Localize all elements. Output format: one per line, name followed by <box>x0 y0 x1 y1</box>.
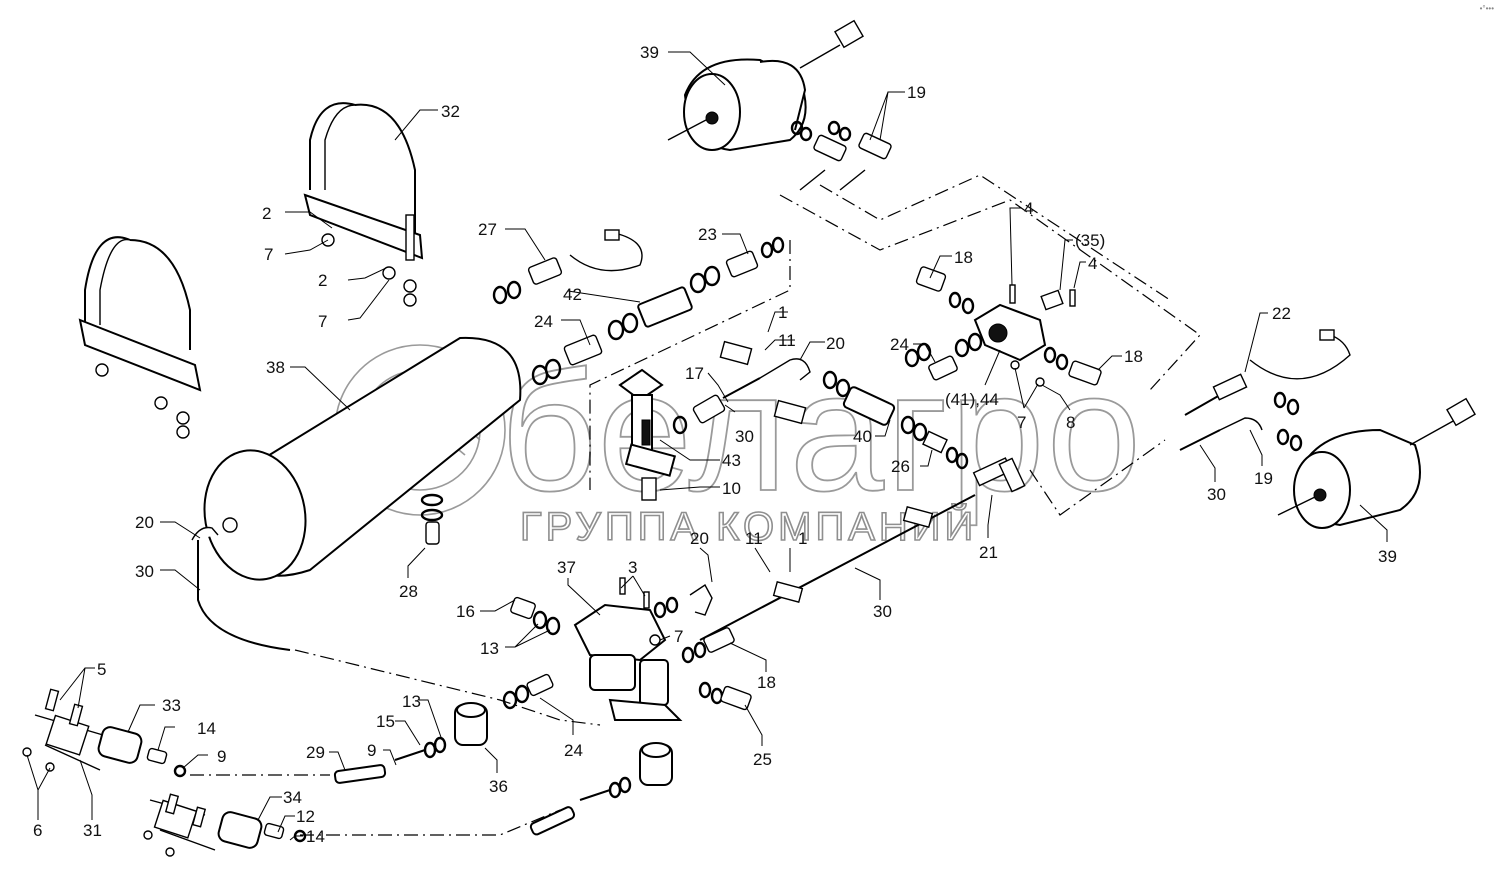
cross-and-pipe <box>699 457 1026 641</box>
callout-30[interactable]: 30 <box>135 562 154 581</box>
callout-16[interactable]: 16 <box>456 602 475 621</box>
callout-28[interactable]: 28 <box>399 582 418 601</box>
callout-29[interactable]: 29 <box>306 743 325 762</box>
callout-7[interactable]: 7 <box>1017 413 1026 432</box>
callout-1[interactable]: 1 <box>778 303 787 322</box>
callout-21[interactable]: 21 <box>979 543 998 562</box>
callout-13[interactable]: 13 <box>480 639 499 658</box>
callout-24[interactable]: 24 <box>534 312 553 331</box>
callout-30[interactable]: 30 <box>873 602 892 621</box>
callout-38[interactable]: 38 <box>266 358 285 377</box>
callout-7[interactable]: 7 <box>264 245 273 264</box>
callout-37[interactable]: 37 <box>557 558 576 577</box>
callout-7[interactable]: 7 <box>318 312 327 331</box>
callout-39[interactable]: 39 <box>1378 547 1397 566</box>
callout-19[interactable]: 19 <box>1254 469 1273 488</box>
callout-2[interactable]: 2 <box>262 204 271 223</box>
watermark-brand: белагро <box>500 337 1143 527</box>
callout-20[interactable]: 20 <box>826 334 845 353</box>
callout-14[interactable]: 14 <box>197 719 216 738</box>
relay-valve <box>915 266 1102 387</box>
right-fittings <box>1179 329 1351 452</box>
callout-19[interactable]: 19 <box>907 83 926 102</box>
callout-4[interactable]: 4 <box>1024 199 1033 218</box>
callout-26[interactable]: 26 <box>891 457 910 476</box>
callout-2[interactable]: 2 <box>318 271 327 290</box>
callout-35[interactable]: (35) <box>1075 231 1105 250</box>
brake-chamber-right <box>1277 397 1476 529</box>
tank-strap-right <box>303 102 424 307</box>
callout-25[interactable]: 25 <box>753 750 772 769</box>
tank-strap-left <box>78 236 202 439</box>
callout-30[interactable]: 30 <box>735 427 754 446</box>
callout-27[interactable]: 27 <box>478 220 497 239</box>
callout-18[interactable]: 18 <box>1124 347 1143 366</box>
callout-5[interactable]: 5 <box>97 660 106 679</box>
connection-lines <box>190 174 1201 836</box>
brake-chamber-top <box>667 19 864 152</box>
callout-7[interactable]: 7 <box>674 627 683 646</box>
callout-34[interactable]: 34 <box>283 788 302 807</box>
valve-fittings <box>672 340 851 435</box>
line-filters <box>333 702 673 836</box>
callout-10[interactable]: 10 <box>722 479 741 498</box>
coupling-heads <box>22 688 307 857</box>
callout-13[interactable]: 13 <box>402 692 421 711</box>
callout-12[interactable]: 12 <box>296 807 315 826</box>
callout-1[interactable]: 1 <box>798 529 807 548</box>
callout-11[interactable]: 11 <box>745 529 763 548</box>
callout-11[interactable]: 11 <box>778 331 796 350</box>
callout-9[interactable]: 9 <box>217 747 226 766</box>
callout-3[interactable]: 3 <box>628 558 637 577</box>
corner-mark: •°••• <box>1479 4 1494 13</box>
callout-39[interactable]: 39 <box>640 43 659 62</box>
callout-18[interactable]: 18 <box>757 673 776 692</box>
callout-8[interactable]: 8 <box>1066 413 1075 432</box>
callout-9[interactable]: 9 <box>367 741 376 760</box>
callout-17[interactable]: 17 <box>685 364 704 383</box>
callout-22[interactable]: 22 <box>1272 304 1291 323</box>
callout-40[interactable]: 40 <box>853 427 872 446</box>
callouts: 39 19 32 2 7 2 7 27 23 42 24 1 11 20 17 … <box>33 43 1397 846</box>
callout-4[interactable]: 4 <box>1088 254 1097 273</box>
elbow-fittings-top <box>790 120 892 191</box>
callout-18[interactable]: 18 <box>954 248 973 267</box>
watermark: белагро ГРУППА КОМПАНИЙ <box>334 336 1143 550</box>
leader-lines <box>26 51 1388 841</box>
callout-30[interactable]: 30 <box>1207 485 1226 504</box>
callout-41-44[interactable]: (41),44 <box>945 390 999 409</box>
callout-31[interactable]: 31 <box>83 821 102 840</box>
callout-20[interactable]: 20 <box>690 529 709 548</box>
callout-43[interactable]: 43 <box>722 451 741 470</box>
callout-15[interactable]: 15 <box>376 712 395 731</box>
callout-20[interactable]: 20 <box>135 513 154 532</box>
callout-24[interactable]: 24 <box>564 741 583 760</box>
callout-32[interactable]: 32 <box>441 102 460 121</box>
callout-23[interactable]: 23 <box>698 225 717 244</box>
upper-fittings <box>492 229 785 386</box>
watermark-subtitle: ГРУППА КОМПАНИЙ <box>520 503 977 549</box>
hand-valve <box>618 368 677 501</box>
callout-36[interactable]: 36 <box>489 777 508 796</box>
trailer-brake-valve <box>502 577 752 721</box>
callout-24[interactable]: 24 <box>890 335 909 354</box>
callout-42[interactable]: 42 <box>563 285 582 304</box>
callout-33[interactable]: 33 <box>162 696 181 715</box>
callout-14[interactable]: 14 <box>306 827 325 846</box>
callout-6[interactable]: 6 <box>33 821 42 840</box>
center-fittings <box>842 332 983 470</box>
air-tank <box>203 336 522 581</box>
